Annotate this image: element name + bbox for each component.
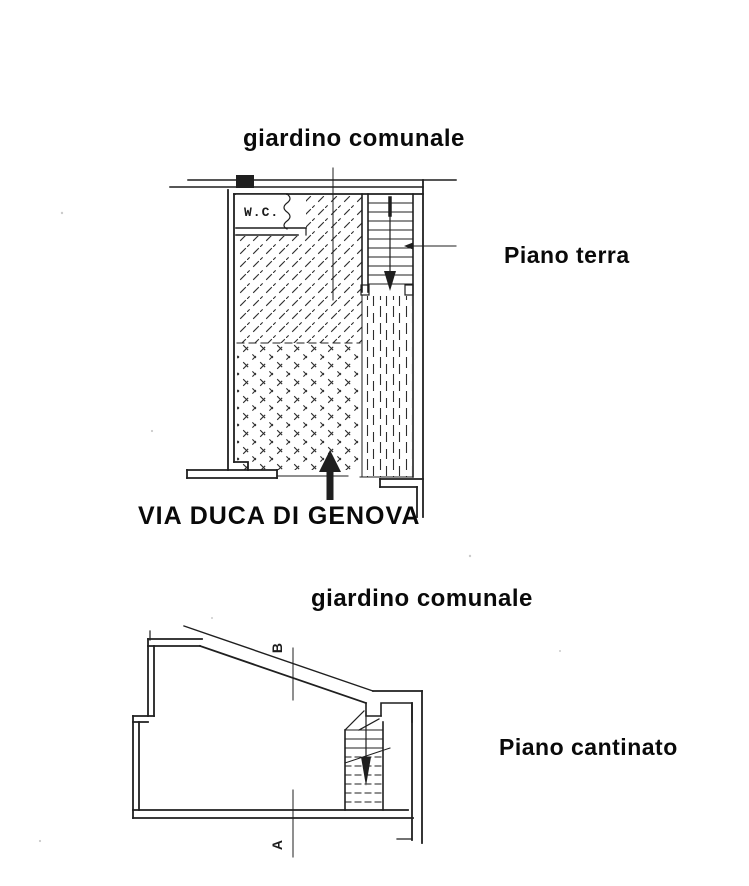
wc-wavy-partition [283, 193, 291, 230]
garden-boundary-slant [183, 625, 374, 692]
entrance-arrow-icon [319, 450, 341, 500]
basement-walls [132, 625, 423, 844]
garden-label-ground-floor: giardino comunale [243, 125, 465, 152]
stair-leader-arrow-icon [404, 242, 457, 250]
stair-jamb-left [360, 284, 370, 296]
stair-treads [344, 729, 384, 803]
wc-room [235, 193, 307, 236]
scan-noise [38, 211, 561, 843]
stair-funnel-mid [358, 718, 380, 731]
vertical-dash-strip [362, 296, 412, 477]
diagonal-hatch-area [237, 196, 362, 343]
garden-gate-post-icon [236, 175, 254, 188]
street-label: VIA DUCA DI GENOVA [138, 502, 421, 530]
floor-label-basement: Piano cantinato [499, 734, 678, 760]
stair-cut-line [344, 747, 391, 764]
ground-floor-staircase [360, 193, 414, 478]
basement-staircase [344, 702, 413, 811]
garden-label-basement: giardino comunale [311, 585, 533, 612]
ground-floor-walls [186, 179, 424, 518]
stair-down-arrow-icon [384, 271, 396, 291]
wc-label: W.C. [244, 205, 280, 220]
stair-down-arrow-icon [361, 757, 371, 786]
section-marker-a: A [269, 839, 286, 851]
stair-jamb-right [404, 284, 414, 296]
floor-label-ground-floor: Piano terra [504, 242, 630, 268]
ground-floor-hatch-areas [237, 196, 412, 477]
cross-hatch-area [237, 343, 360, 470]
garden-boundary-fence [169, 175, 457, 188]
section-marker-b: B [269, 642, 286, 654]
basement-plan [132, 625, 423, 858]
stair-landing [380, 702, 413, 723]
stair-funnel-left [344, 710, 365, 731]
ground-floor-plan [169, 167, 457, 518]
